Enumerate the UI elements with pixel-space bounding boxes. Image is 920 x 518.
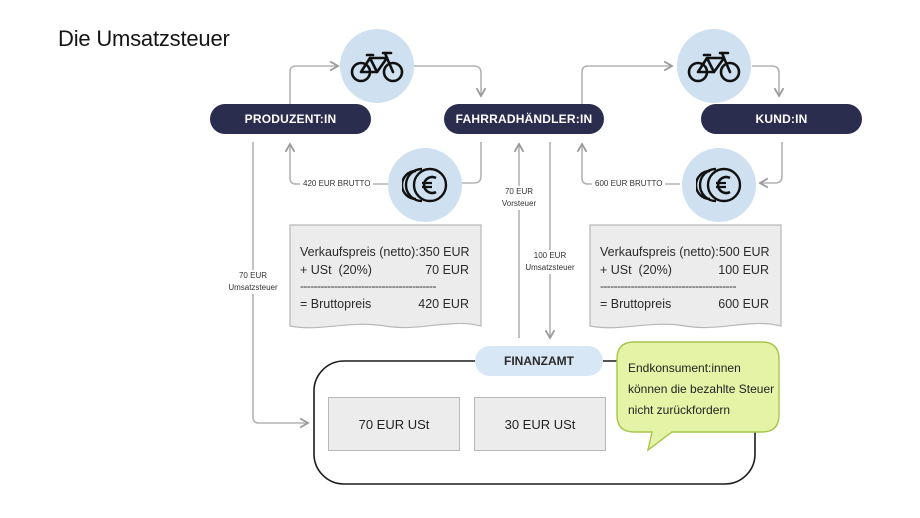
receipt-row-gross: = Bruttopreis 420 EUR bbox=[300, 297, 469, 311]
arrow-money-to-producer bbox=[462, 142, 482, 184]
receipt-tax-value: 70 EUR bbox=[425, 263, 469, 277]
receipt-row-net: Verkaufspreis (netto): 350 EUR bbox=[300, 245, 470, 259]
page-title: Die Umsatzsteuer bbox=[58, 26, 230, 51]
label-ust-producer: 70 EUR Umsatzsteuer bbox=[225, 270, 281, 294]
receipt-divider: ---------------------------------------- bbox=[600, 279, 736, 293]
bike-circle-dealer bbox=[677, 29, 751, 103]
receipt-gross-label: = Bruttopreis bbox=[600, 297, 672, 311]
arrow-ust-producer bbox=[252, 142, 310, 429]
label-ust-dealer: 100 EUR Umsatzsteuer bbox=[522, 250, 578, 274]
receipt-row-tax: + USt (20%) 100 EUR bbox=[600, 263, 769, 277]
euro-coins-icon bbox=[402, 167, 448, 203]
arrow-money-in-dealer bbox=[576, 142, 680, 185]
label-brutto-right: 600 EUR BRUTTO bbox=[592, 178, 666, 190]
receipt-tax-label: + USt (20%) bbox=[600, 263, 672, 277]
receipt-net-label: Verkaufspreis (netto): bbox=[300, 245, 419, 259]
receipt-net-label: Verkaufspreis (netto): bbox=[600, 245, 719, 259]
node-producer: PRODUZENT:IN bbox=[210, 104, 371, 134]
label-ust-dealer-text: Umsatzsteuer bbox=[525, 263, 575, 272]
arrow-money-in-producer bbox=[284, 142, 388, 185]
label-ust-producer-text: Umsatzsteuer bbox=[228, 283, 278, 292]
tax-box-dealer: 30 EUR USt bbox=[474, 397, 606, 451]
node-dealer: FAHRRADHÄNDLER:IN bbox=[444, 104, 604, 134]
bicycle-icon bbox=[350, 51, 404, 83]
receipt-row-tax: + USt (20%) 70 EUR bbox=[300, 263, 469, 277]
receipt-gross-value: 600 EUR bbox=[718, 297, 769, 311]
coin-circle-left bbox=[388, 148, 462, 222]
receipt-net-value: 350 EUR bbox=[418, 245, 470, 259]
label-vorsteuer-amount: 70 EUR bbox=[504, 187, 533, 196]
receipt-dealer: Verkaufspreis (netto): 500 EUR + USt (20… bbox=[590, 225, 781, 325]
arrow-bike-to-customer bbox=[581, 60, 674, 104]
receipt-shape-right bbox=[589, 224, 782, 329]
receipt-divider: ---------------------------------------- bbox=[300, 279, 436, 293]
receipt-gross-value: 420 EUR bbox=[418, 297, 469, 311]
arrow-money-from-customer bbox=[758, 142, 783, 189]
node-customer: KUND:IN bbox=[701, 104, 862, 134]
label-vorsteuer-text: Vorsteuer bbox=[501, 199, 537, 208]
arrow-bike-in-customer bbox=[752, 65, 785, 98]
receipt-row-net: Verkaufspreis (netto): 500 EUR bbox=[600, 245, 770, 259]
receipt-tax-label: + USt (20%) bbox=[300, 263, 372, 277]
coin-circle-right bbox=[682, 148, 756, 222]
node-tax-office: FINANZAMT bbox=[475, 346, 603, 376]
label-brutto-left: 420 EUR BRUTTO bbox=[300, 178, 374, 190]
euro-coins-icon bbox=[696, 167, 742, 203]
receipt-net-value: 500 EUR bbox=[718, 245, 770, 259]
receipt-producer: Verkaufspreis (netto): 350 EUR + USt (20… bbox=[290, 225, 481, 325]
note-consumer-tax: Endkonsument:innen können die bezahlte S… bbox=[628, 361, 775, 417]
note-bubble-shape bbox=[616, 341, 780, 452]
label-vorsteuer: 70 EUR Vorsteuer bbox=[498, 186, 540, 210]
receipt-row-gross: = Bruttopreis 600 EUR bbox=[600, 297, 769, 311]
arrow-bike-in-dealer bbox=[412, 65, 487, 98]
receipt-gross-label: = Bruttopreis bbox=[300, 297, 372, 311]
bike-circle-producer bbox=[340, 29, 414, 103]
tax-box-producer: 70 EUR USt bbox=[328, 397, 460, 451]
arrow-bike-to-dealer bbox=[289, 60, 340, 104]
label-ust-dealer-amount: 100 EUR bbox=[533, 251, 567, 260]
receipt-tax-value: 100 EUR bbox=[718, 263, 769, 277]
bicycle-icon bbox=[687, 51, 741, 83]
receipt-shape-left bbox=[289, 224, 482, 329]
label-ust-producer-amount: 70 EUR bbox=[238, 271, 267, 280]
